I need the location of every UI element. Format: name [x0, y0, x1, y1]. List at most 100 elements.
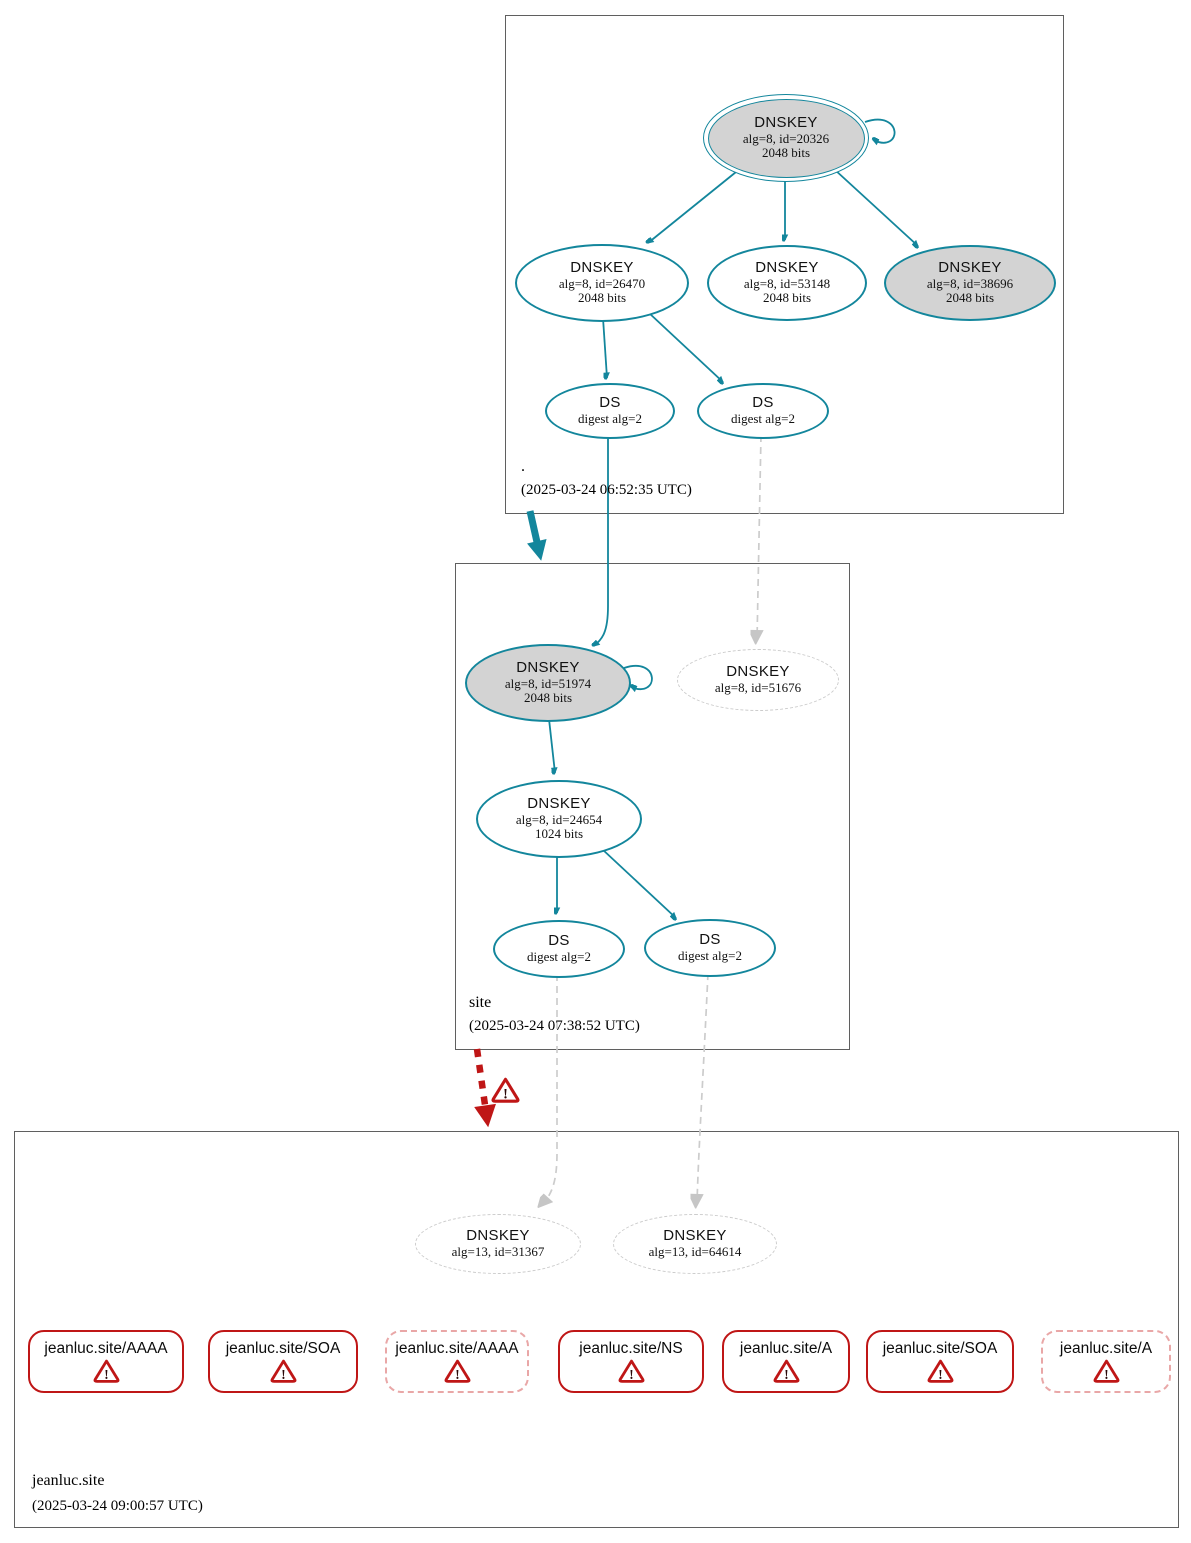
rrset-label: jeanluc.site/A	[1059, 1340, 1153, 1357]
edge-site-ds1-to-dnskey-31367	[541, 974, 558, 1206]
dnskey-node-31367[interactable]: DNSKEY alg=13, id=31367	[415, 1214, 581, 1274]
svg-text:!: !	[1104, 1367, 1108, 1382]
edge-root-ksk-to-26470	[648, 171, 737, 243]
node-detail: digest alg=2	[577, 411, 643, 427]
warning-icon: !	[927, 1359, 953, 1383]
node-title: DS	[752, 394, 774, 412]
warning-icon: !	[93, 1359, 119, 1383]
edge-delegation-root-to-site	[526, 510, 547, 561]
ds-node-site-1[interactable]: DS digest alg=2	[493, 920, 625, 978]
node-detail: alg=8, id=51974	[504, 675, 592, 691]
node-detail: alg=8, id=20326	[742, 130, 830, 146]
zone-box-jeanluc-site	[14, 1131, 1179, 1528]
dnskey-node-51974[interactable]: DNSKEY alg=8, id=51974 2048 bits	[465, 644, 631, 722]
svg-text:!: !	[503, 1087, 508, 1103]
zone-timestamp-root: (2025-03-24 06:52:35 UTC)	[521, 482, 692, 498]
node-bits: 2048 bits	[762, 290, 812, 306]
zone-timestamp-site: (2025-03-24 07:38:52 UTC)	[469, 1018, 640, 1034]
ds-node-site-2[interactable]: DS digest alg=2	[644, 919, 776, 977]
svg-text:!: !	[629, 1367, 633, 1382]
warning-icon: !	[773, 1359, 799, 1383]
dnskey-node-38696[interactable]: DNSKEY alg=8, id=38696 2048 bits	[884, 245, 1056, 321]
warning-icon: !	[1093, 1359, 1119, 1383]
node-title: DNSKEY	[938, 259, 1002, 277]
dnskey-node-64614[interactable]: DNSKEY alg=13, id=64614	[613, 1214, 777, 1274]
svg-text:!: !	[938, 1367, 942, 1382]
svg-text:!: !	[104, 1367, 108, 1382]
zone-box-root	[505, 15, 1064, 514]
warning-icon: !	[444, 1359, 470, 1383]
node-title: DNSKEY	[755, 259, 819, 277]
node-detail: alg=8, id=51676	[714, 680, 802, 696]
zone-label-jeanluc-site: jeanluc.site	[32, 1472, 105, 1489]
rrset-node-jeanluc-site-soa[interactable]: jeanluc.site/SOA !	[208, 1330, 358, 1393]
node-detail: alg=8, id=26470	[558, 275, 646, 291]
node-detail: digest alg=2	[526, 949, 592, 965]
dnskey-node-24654[interactable]: DNSKEY alg=8, id=24654 1024 bits	[476, 780, 642, 858]
node-title: DS	[548, 932, 570, 950]
node-title: DNSKEY	[754, 114, 818, 132]
zone-timestamp-jeanluc-site: (2025-03-24 09:00:57 UTC)	[32, 1498, 203, 1514]
svg-text:!: !	[281, 1367, 285, 1382]
edge-root-ds1-to-site-ksk	[594, 435, 609, 646]
node-title: DNSKEY	[663, 1227, 727, 1245]
edge-site-ksk-selfloop	[623, 665, 653, 689]
rrset-label: jeanluc.site/SOA	[225, 1340, 341, 1357]
rrset-label: jeanluc.site/SOA	[882, 1340, 998, 1357]
edge-root-ksk-to-38696	[833, 168, 918, 246]
rrset-node-jeanluc-site-ns[interactable]: jeanluc.site/NS !	[558, 1330, 704, 1393]
node-detail: digest alg=2	[677, 948, 743, 964]
ds-node-root-1[interactable]: DS digest alg=2	[545, 383, 675, 439]
warning-icon: !	[491, 1077, 520, 1103]
rrset-label: jeanluc.site/NS	[579, 1340, 683, 1357]
node-bits: 1024 bits	[534, 826, 584, 842]
svg-text:!: !	[784, 1367, 788, 1382]
node-title: DNSKEY	[570, 259, 634, 277]
node-title: DS	[599, 394, 621, 412]
dnskey-node-26470[interactable]: DNSKEY alg=8, id=26470 2048 bits	[515, 244, 689, 322]
rrset-node-jeanluc-site-a[interactable]: jeanluc.site/A !	[722, 1330, 850, 1393]
zone-label-site: site	[469, 994, 492, 1011]
rrset-node-jeanluc-site-soa-2[interactable]: jeanluc.site/SOA !	[866, 1330, 1014, 1393]
node-detail: digest alg=2	[730, 411, 796, 427]
node-title: DS	[699, 931, 721, 949]
node-bits: 2048 bits	[523, 690, 573, 706]
edge-site-ksk-to-24654	[548, 718, 555, 773]
dnskey-node-51676[interactable]: DNSKEY alg=8, id=51676	[677, 649, 839, 711]
node-title: DNSKEY	[527, 795, 591, 813]
zone-label-root: .	[521, 458, 525, 475]
edge-24654-to-ds2	[601, 848, 676, 918]
dnskey-node-20326[interactable]: DNSKEY alg=8, id=20326 2048 bits	[703, 94, 869, 182]
node-bits: 2048 bits	[761, 145, 811, 161]
node-detail: alg=13, id=64614	[648, 1244, 742, 1260]
ksk-double-ring	[707, 98, 865, 178]
node-detail: alg=8, id=53148	[743, 275, 831, 291]
edge-root-ds2-to-dnskey-51676	[757, 434, 761, 641]
rrset-node-jeanluc-site-aaaa-2[interactable]: jeanluc.site/AAAA !	[385, 1330, 529, 1393]
zone-box-site	[455, 563, 850, 1050]
rrset-node-jeanluc-site-a-2[interactable]: jeanluc.site/A !	[1041, 1330, 1171, 1393]
node-detail: alg=8, id=24654	[515, 811, 603, 827]
node-title: DNSKEY	[516, 659, 580, 677]
edge-26470-to-ds1	[602, 317, 607, 378]
node-bits: 2048 bits	[945, 290, 995, 306]
edge-delegation-site-to-jeanluc-bogus	[473, 1048, 496, 1128]
node-detail: alg=13, id=31367	[451, 1244, 545, 1260]
rrset-label: jeanluc.site/AAAA	[395, 1340, 519, 1357]
warning-icon: !	[618, 1359, 644, 1383]
node-title: DNSKEY	[726, 663, 790, 681]
warning-icon: !	[270, 1359, 296, 1383]
node-detail: alg=8, id=38696	[926, 275, 1014, 291]
edge-site-ds2-to-dnskey-64614	[697, 972, 709, 1205]
rrset-label: jeanluc.site/A	[739, 1340, 833, 1357]
rrset-label: jeanluc.site/AAAA	[44, 1340, 168, 1357]
edge-root-ksk-selfloop	[864, 118, 896, 143]
node-bits: 2048 bits	[577, 290, 627, 306]
edge-26470-to-ds2	[648, 312, 723, 382]
dnskey-node-53148[interactable]: DNSKEY alg=8, id=53148 2048 bits	[707, 245, 867, 321]
svg-text:!: !	[455, 1367, 459, 1382]
ds-node-root-2[interactable]: DS digest alg=2	[697, 383, 829, 439]
rrset-node-jeanluc-site-aaaa[interactable]: jeanluc.site/AAAA !	[28, 1330, 184, 1393]
